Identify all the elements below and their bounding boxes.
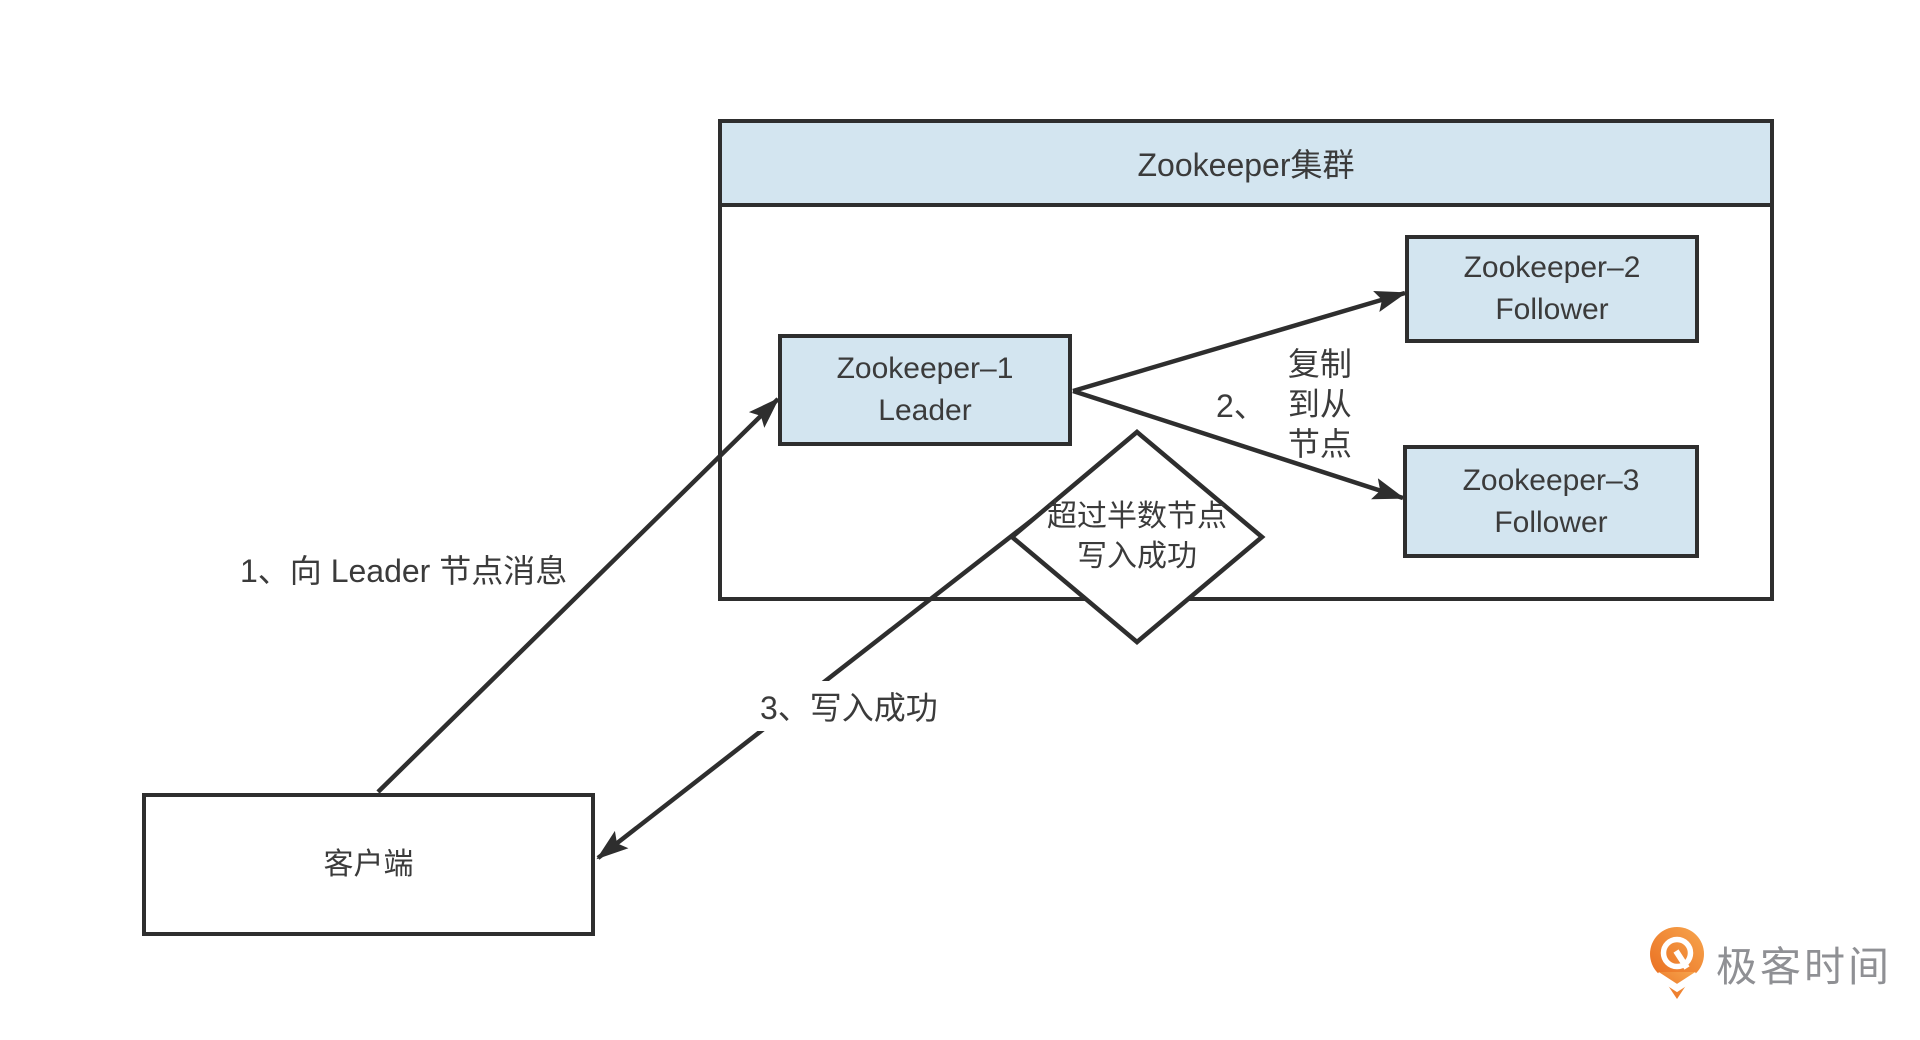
geektime-logo-text: 极客时间 xyxy=(1716,944,1892,990)
label-step2-lines: 复制 到从 节点 xyxy=(1288,344,1352,464)
client-node-label: 客户端 xyxy=(323,847,414,881)
label-step2: 2、 复制 到从 节点 xyxy=(1216,344,1352,464)
decision-label-line1: 超过半数节点 xyxy=(1047,500,1227,533)
decision-label: 超过半数节点 写入成功 xyxy=(1027,492,1247,582)
arrow-step1 xyxy=(376,397,780,794)
label-step1-text: 1、向 Leader 节点消息 xyxy=(240,553,568,589)
leader-node-role: Leader xyxy=(878,394,972,427)
label-step2-prefix: 2、 xyxy=(1216,388,1266,424)
follower3-node-role: Follower xyxy=(1494,505,1608,539)
label-step3: 3、写入成功 xyxy=(752,681,946,731)
label-step1: 1、向 Leader 节点消息 xyxy=(240,546,567,592)
decision-diamond xyxy=(1008,429,1266,645)
follower3-node: Zookeeper–3 Follower xyxy=(1403,445,1699,558)
leader-node-name: Zookeeper–1 xyxy=(836,352,1014,385)
decision-label-line2: 写入成功 xyxy=(1077,540,1197,573)
label-step2-line2: 到从 xyxy=(1287,386,1352,422)
arrow-step2-to-follower3 xyxy=(1072,388,1405,501)
cluster-title: Zookeeper集群 xyxy=(1137,147,1355,183)
cluster-header: Zookeeper集群 xyxy=(722,123,1770,207)
label-step3-text: 3、写入成功 xyxy=(760,690,938,726)
label-step2-line3: 节点 xyxy=(1287,426,1352,462)
arrow-step2-to-follower2 xyxy=(1072,290,1407,394)
leader-node: Zookeeper–1 Leader xyxy=(778,334,1072,446)
follower2-node-name: Zookeeper–2 xyxy=(1463,251,1641,284)
label-step2-line1: 复制 xyxy=(1287,346,1352,382)
client-node: 客户端 xyxy=(142,793,595,936)
geektime-logo-icon xyxy=(1650,927,1704,999)
follower2-node-role: Follower xyxy=(1495,293,1609,326)
follower2-node: Zookeeper–2 Follower xyxy=(1405,235,1699,343)
geektime-logo: 极客时间 xyxy=(1646,925,1892,1001)
follower3-node-name: Zookeeper–3 xyxy=(1462,463,1640,497)
